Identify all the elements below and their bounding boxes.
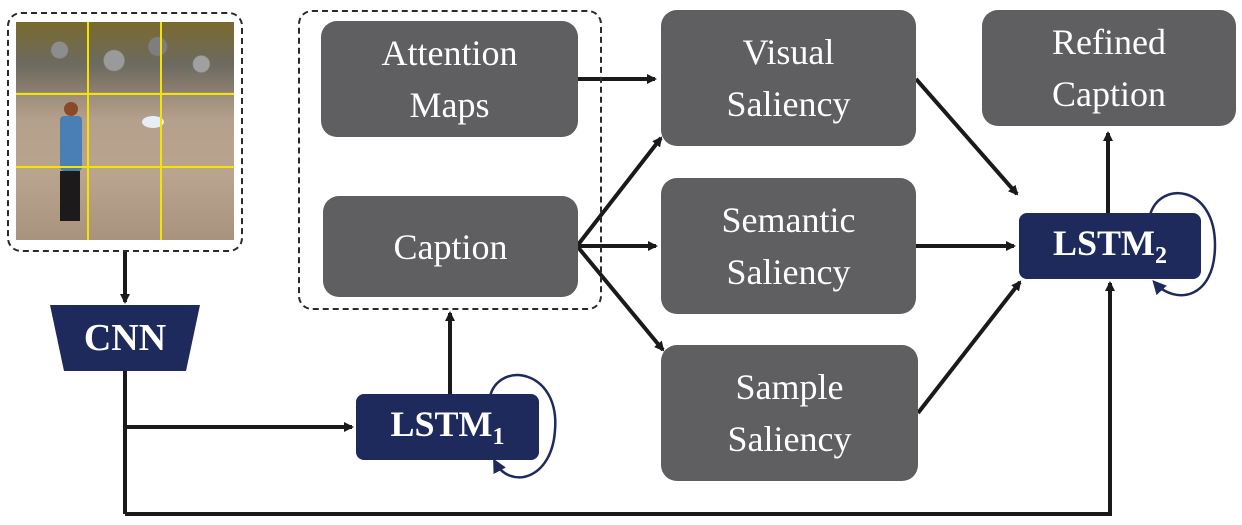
- caption-node: Caption: [323, 196, 578, 297]
- sample-saliency-node: Sample Saliency: [661, 345, 918, 481]
- grid-line: [87, 22, 89, 240]
- grid-line: [16, 166, 234, 168]
- sample-saliency-line2: Saliency: [727, 419, 852, 459]
- attention-maps-node: Attention Maps: [321, 21, 578, 137]
- attention-maps-line2: Maps: [409, 85, 490, 125]
- lstm1-recurrent-loop: [488, 373, 557, 479]
- cnn-label: CNN: [83, 317, 167, 359]
- refined-caption-line1: Refined: [1052, 22, 1166, 62]
- input-image: [16, 22, 234, 240]
- edge-caption-to-sample: [575, 244, 665, 352]
- semantic-saliency-line1: Semantic: [721, 200, 856, 240]
- cnn-block: [50, 305, 200, 371]
- lstm1-node: LSTM1: [356, 394, 539, 460]
- edge-caption-to-visual: [575, 136, 663, 248]
- lstm2-node: LSTM2: [1019, 213, 1201, 279]
- visual-saliency-line2: Saliency: [726, 84, 851, 124]
- edge-sample-to-lstm2: [916, 280, 1022, 415]
- refined-caption-node: Refined Caption: [982, 10, 1236, 126]
- edge-cnn-to-lstm2: [125, 281, 1115, 516]
- semantic-saliency-line2: Saliency: [726, 252, 851, 292]
- lstm1-label: LSTM1: [390, 404, 505, 450]
- caption-label: Caption: [393, 226, 508, 267]
- attention-maps-line1: Attention: [381, 33, 518, 73]
- input-image-frame: [7, 12, 243, 252]
- visual-saliency-line1: Visual: [742, 32, 835, 72]
- image-background-rocks: [16, 22, 234, 92]
- image-person: [56, 102, 86, 232]
- semantic-saliency-node: Semantic Saliency: [661, 178, 916, 314]
- visual-saliency-node: Visual Saliency: [661, 10, 916, 146]
- lstm2-label: LSTM2: [1052, 223, 1168, 269]
- grid-line: [160, 22, 162, 240]
- edge-visual-to-lstm2: [914, 77, 1019, 196]
- lstm2-recurrent-loop: [1148, 191, 1217, 297]
- attention-caption-group: [298, 10, 602, 310]
- refined-caption-line2: Caption: [1052, 74, 1166, 114]
- image-frisbee: [142, 116, 164, 128]
- grid-line: [16, 93, 234, 95]
- sample-saliency-line1: Sample: [735, 367, 844, 407]
